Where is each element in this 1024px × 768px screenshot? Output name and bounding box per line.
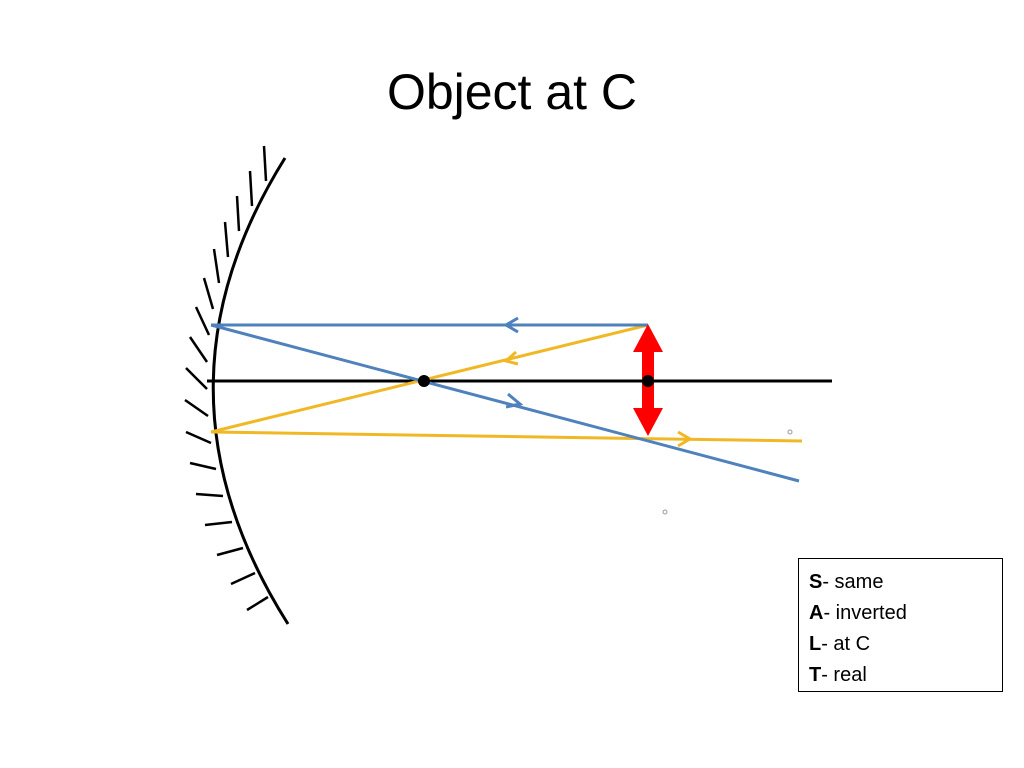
blue-ray-reflected <box>210 323 800 483</box>
summary-row-size: S- same <box>809 567 992 598</box>
object-arrow-head-down <box>633 408 663 436</box>
summary-letter: L <box>809 633 822 655</box>
center-of-curvature-dot <box>642 375 654 387</box>
mirror-surface <box>211 157 290 625</box>
small-circle-mark <box>662 509 668 515</box>
summary-text: - inverted <box>823 602 907 624</box>
summary-letter: A <box>809 602 824 624</box>
concave-mirror <box>184 145 290 625</box>
summary-letter: T <box>809 664 822 686</box>
blue-arrowhead-right <box>505 392 524 409</box>
mirror-hatching <box>184 145 269 612</box>
summary-text: - same <box>822 571 884 593</box>
yellow-rays <box>210 323 803 448</box>
blue-rays <box>210 316 800 483</box>
yellow-ray-incident <box>210 323 649 434</box>
summary-row-attitude: A- inverted <box>809 598 992 629</box>
summary-text: - at C <box>821 633 871 655</box>
summary-text: - real <box>821 664 867 686</box>
summary-row-location: L- at C <box>809 629 992 660</box>
yellow-arrowhead-right <box>677 430 693 448</box>
yellow-arrowhead-left <box>502 350 519 366</box>
yellow-ray-reflected <box>210 430 803 443</box>
small-circle-mark <box>787 429 793 435</box>
focal-point-dot <box>418 375 430 387</box>
blue-arrowhead-left <box>503 316 519 334</box>
summary-letter: S <box>809 571 823 593</box>
object-arrow-head-up <box>633 324 663 352</box>
salt-summary-box: S- same A- inverted L- at C T- real <box>798 558 1003 692</box>
slide-title: Object at C <box>386 64 638 120</box>
summary-row-type: T- real <box>809 660 992 691</box>
